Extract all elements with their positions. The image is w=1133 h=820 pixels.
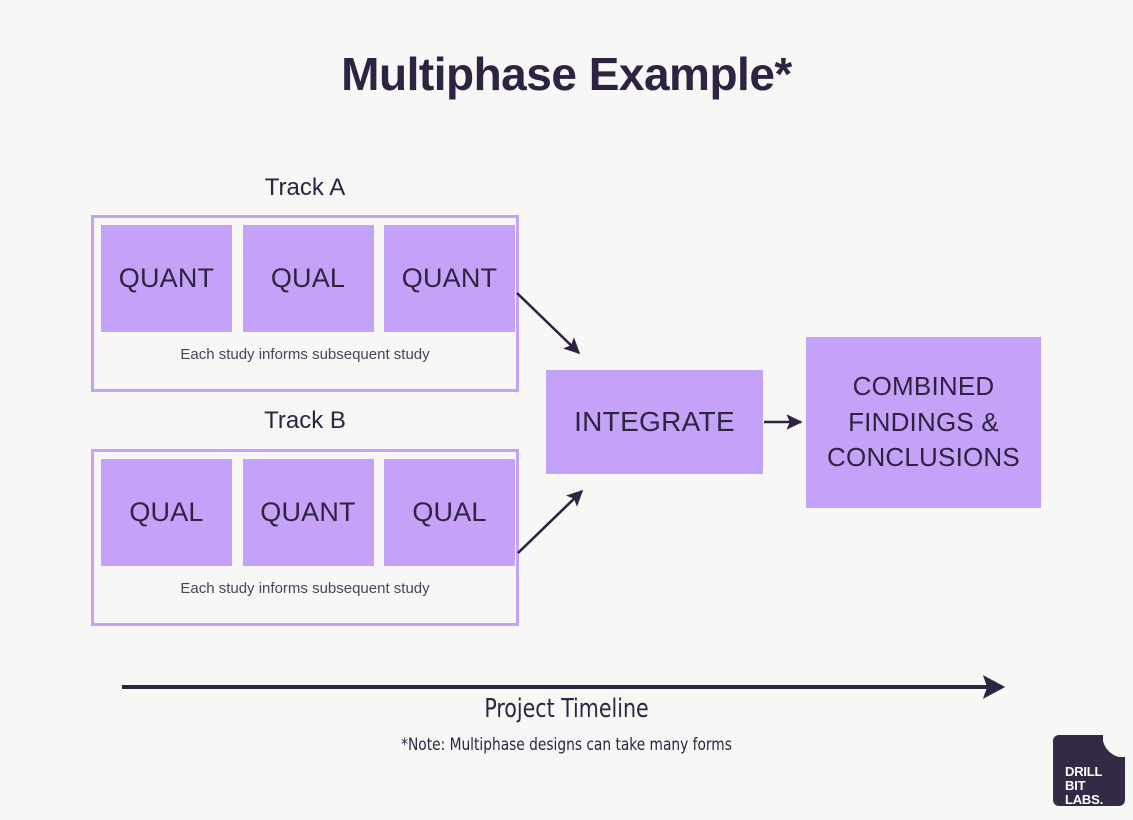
project-timeline-label: Project Timeline <box>484 694 649 724</box>
combined-line-3: CONCLUSIONS <box>827 442 1020 473</box>
page-title: Multiphase Example* <box>341 48 792 100</box>
track-b-study-3: QUAL <box>384 459 515 566</box>
track-b-container: QUAL QUANT QUAL Each study informs subse… <box>91 449 519 626</box>
combined-findings-box: COMBINED FINDINGS & CONCLUSIONS <box>806 337 1041 508</box>
track-b-study-row: QUAL QUANT QUAL <box>101 459 515 566</box>
logo-wordmark: DRILL BIT LABS. <box>1065 764 1104 808</box>
footnote-text: *Note: Multiphase designs can take many … <box>401 735 732 755</box>
drill-bit-labs-logo: DRILL BIT LABS. <box>1053 735 1125 808</box>
arrow-track-b-to-integrate <box>517 489 584 554</box>
track-b-caption: Each study informs subsequent study <box>180 580 430 597</box>
track-a-study-3: QUANT <box>384 225 515 332</box>
arrow-track-a-to-integrate <box>516 292 581 355</box>
track-a-label: Track A <box>264 174 346 201</box>
track-b-study-2: QUANT <box>242 459 374 566</box>
track-a-study-1: QUANT <box>101 225 232 332</box>
track-a-caption: Each study informs subsequent study <box>180 346 430 363</box>
logo-shape-icon <box>1053 735 1125 806</box>
combined-line-2: FINDINGS & <box>848 406 999 437</box>
combined-line-1: COMBINED <box>852 370 995 401</box>
track-b-label: Track B <box>264 407 346 434</box>
track-b-study-1: QUAL <box>101 459 232 566</box>
integrate-box: INTEGRATE <box>546 370 763 474</box>
track-a-container: QUANT QUAL QUANT Each study informs subs… <box>91 215 519 392</box>
track-a-study-row: QUANT QUAL QUANT <box>101 225 515 332</box>
track-a-study-2: QUAL <box>242 225 374 332</box>
